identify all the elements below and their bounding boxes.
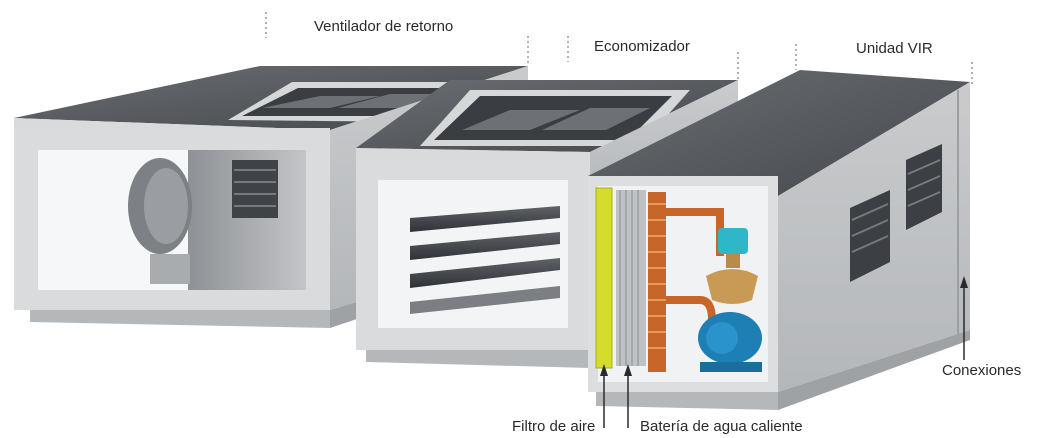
label-air-filter: Filtro de aire <box>512 418 596 435</box>
return-fan-side-grille <box>232 160 278 218</box>
return-fan-wheel <box>128 158 192 284</box>
control-valve <box>706 228 758 304</box>
air-filter-pointer <box>600 364 608 428</box>
vir-side-grille-1 <box>850 190 890 282</box>
connections-pointer <box>960 276 968 360</box>
economizer-module <box>356 36 739 368</box>
vir-unit-module <box>588 44 973 410</box>
vir-side-grille-2 <box>906 144 942 230</box>
hot-water-coil-headers <box>648 192 666 372</box>
hot-water-coil-pointer <box>624 364 632 428</box>
label-vir-unit: Unidad VIR <box>856 40 933 57</box>
economizer-roof-hood <box>420 90 690 146</box>
label-return-fan: Ventilador de retorno <box>314 18 454 35</box>
hot-water-coil-fins <box>616 190 646 366</box>
circulation-pump <box>698 312 762 372</box>
label-economizer: Economizador <box>594 38 690 55</box>
label-hot-water-coil: Batería de agua caliente <box>640 418 803 435</box>
economizer-dampers <box>410 206 560 314</box>
label-connections: Conexiones <box>942 362 1022 379</box>
air-filter <box>595 187 613 369</box>
